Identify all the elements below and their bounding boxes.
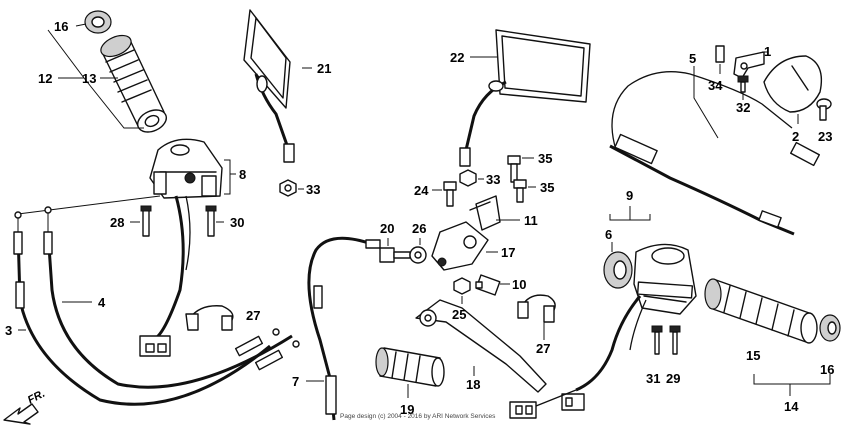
screw-29 — [669, 325, 681, 355]
clutch-lever-18 — [415, 299, 547, 393]
seal-6 — [603, 251, 633, 289]
callout-25: 25 — [452, 307, 466, 322]
switch-10 — [475, 274, 501, 296]
right-grip-15 — [704, 278, 818, 344]
clip-27-right — [517, 294, 556, 323]
bolt-25 — [453, 277, 471, 295]
callout-9: 9 — [626, 188, 633, 203]
nut-33-left — [279, 179, 297, 197]
bolt-35-lower — [513, 179, 527, 203]
callout-11: 11 — [524, 213, 538, 228]
callout-16a: 16 — [54, 19, 68, 34]
switch-harness-right — [575, 295, 642, 392]
adjuster-26 — [409, 246, 427, 264]
callout-17: 17 — [501, 245, 515, 260]
callout-3: 3 — [5, 323, 12, 338]
callout-28: 28 — [110, 215, 124, 230]
pivot-bolt-24 — [443, 181, 457, 207]
left-handle-grip-19 — [375, 347, 445, 387]
callout-33a: 33 — [306, 182, 320, 197]
callout-2: 2 — [792, 129, 799, 144]
callout-19: 19 — [400, 402, 414, 417]
callout-10: 10 — [512, 277, 526, 292]
callout-35b: 35 — [540, 180, 554, 195]
cable-end-adjusters — [234, 328, 300, 371]
lever-bracket-17 — [431, 221, 489, 271]
connector-left — [139, 335, 171, 357]
bolt-23 — [816, 98, 832, 121]
lever-holder-clamp-11 — [469, 195, 501, 231]
callout-30: 30 — [230, 215, 244, 230]
clutch-cable — [307, 236, 381, 421]
callout-27b: 27 — [536, 341, 550, 356]
callout-16b: 16 — [820, 362, 834, 377]
leader-5 — [693, 66, 719, 139]
leader-9 — [609, 206, 651, 221]
callout-4: 4 — [98, 295, 106, 310]
callout-8: 8 — [239, 167, 246, 182]
callout-20: 20 — [380, 221, 394, 236]
nut-20 — [379, 247, 411, 263]
choke-cable-5 — [609, 71, 820, 236]
callout-15: 15 — [746, 348, 760, 363]
screw-28 — [140, 205, 152, 237]
callout-6: 6 — [605, 227, 612, 242]
callout-29: 29 — [666, 371, 680, 386]
callout-1: 1 — [764, 44, 771, 59]
callout-23: 23 — [818, 129, 832, 144]
callout-12: 12 — [38, 71, 52, 86]
callout-31: 31 — [646, 371, 660, 386]
right-switch-housing — [633, 243, 697, 315]
callout-13: 13 — [82, 71, 96, 86]
spacer-34 — [715, 45, 725, 63]
leader-16a — [75, 23, 87, 27]
nut-33-right — [459, 169, 477, 187]
leader-8 — [224, 159, 236, 195]
cover-2 — [763, 55, 823, 113]
switch-harness-left — [154, 195, 185, 340]
callout-21: 21 — [317, 61, 331, 76]
end-cap-16 — [819, 314, 841, 342]
screw-31 — [651, 325, 663, 355]
throttle-housing — [149, 138, 223, 199]
callout-18: 18 — [466, 377, 480, 392]
callout-5: 5 — [689, 51, 696, 66]
leader-14 — [753, 374, 831, 396]
callout-35a: 35 — [538, 151, 552, 166]
callout-14: 14 — [784, 399, 799, 414]
clip-27-left — [185, 305, 234, 331]
callout-22: 22 — [450, 50, 464, 65]
callout-34: 34 — [708, 78, 723, 93]
callout-27a: 27 — [246, 308, 260, 323]
connector-right-1 — [509, 401, 537, 419]
bolt-35-upper — [507, 155, 521, 183]
callout-7: 7 — [292, 374, 299, 389]
callout-32: 32 — [736, 100, 750, 115]
screw-30 — [205, 205, 217, 237]
callout-24: 24 — [414, 183, 429, 198]
left-mirror — [243, 9, 295, 163]
left-grip-rubber — [100, 34, 167, 133]
bracket-1 — [733, 51, 765, 79]
callout-26: 26 — [412, 221, 426, 236]
right-mirror — [459, 29, 591, 167]
screw-32 — [737, 75, 749, 93]
grip-end-cap — [84, 10, 112, 34]
callout-33b: 33 — [486, 172, 500, 187]
copyright-text: Page design (c) 2004 - 2016 by ARI Netwo… — [340, 413, 496, 420]
connector-right-2 — [561, 393, 585, 411]
leader-12 — [47, 29, 144, 129]
front-direction-arrow — [3, 403, 39, 425]
front-direction-label: FR. — [26, 388, 47, 407]
